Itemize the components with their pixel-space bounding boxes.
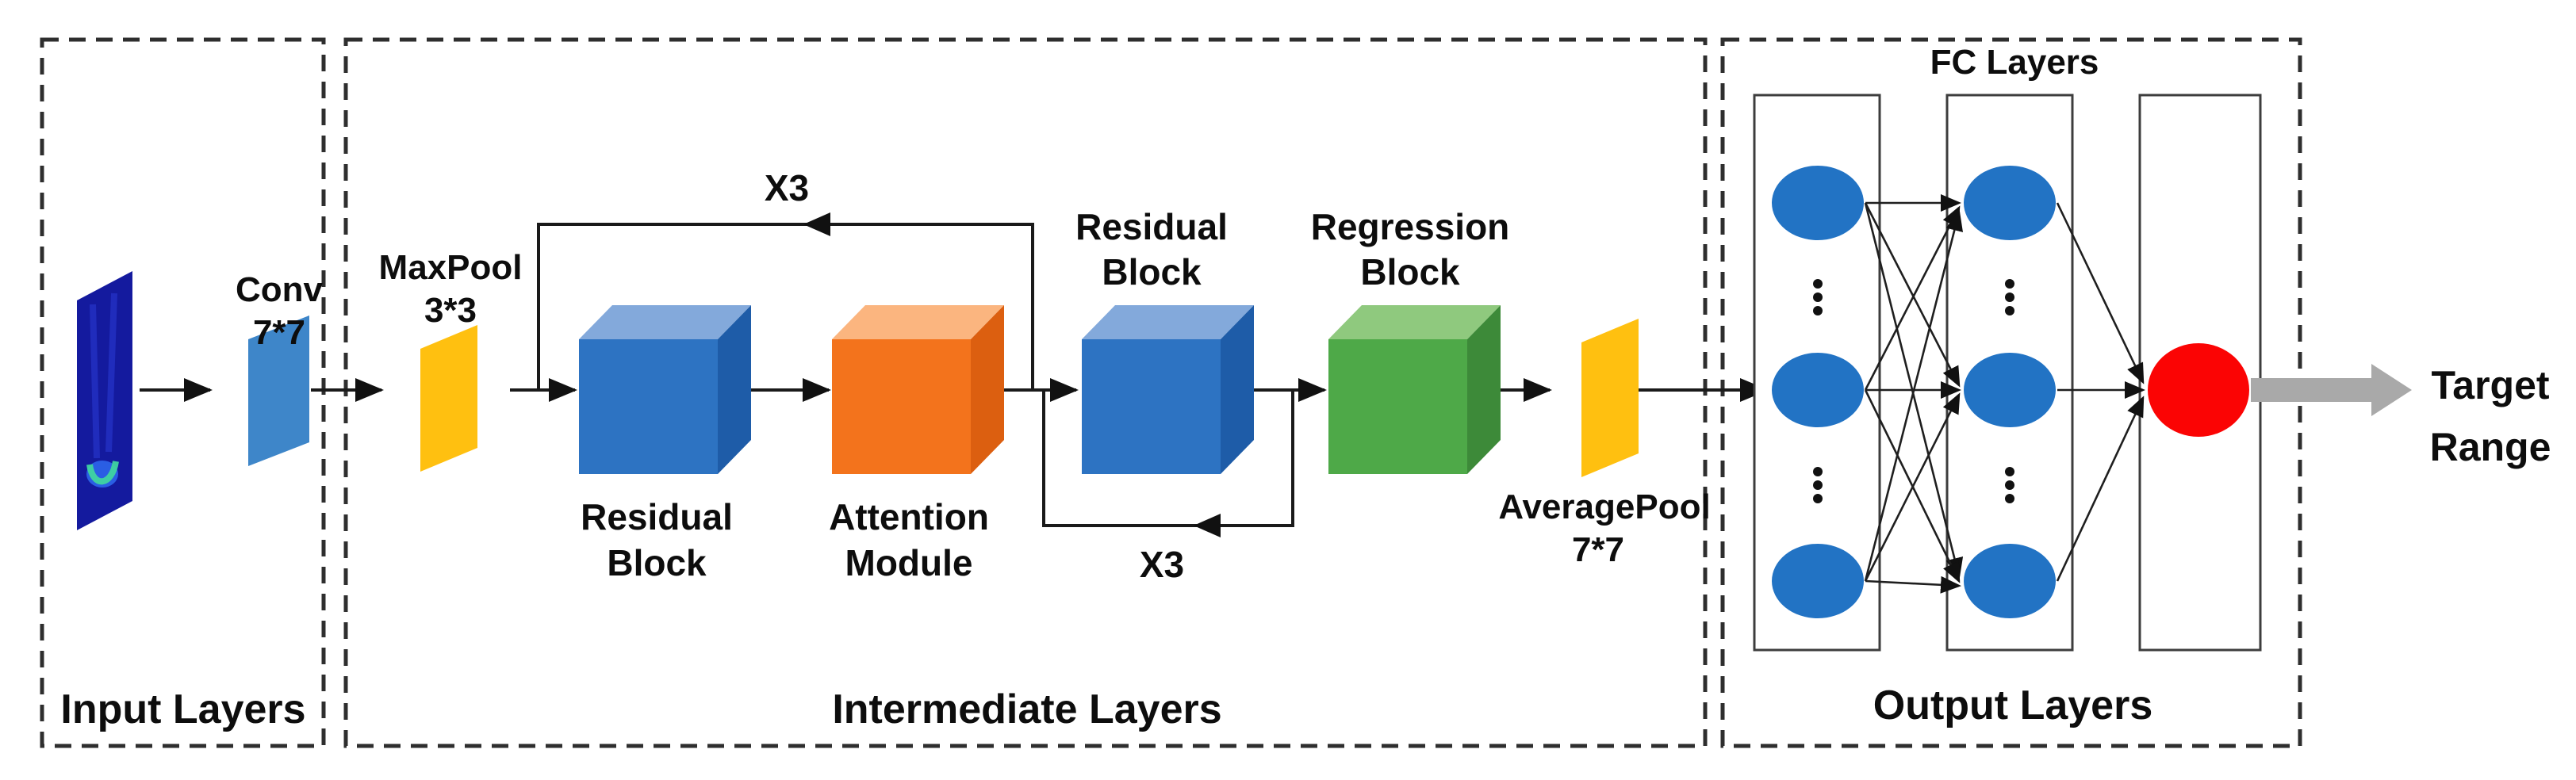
loop-top-path <box>537 223 1034 390</box>
target-range-label-line2: Range <box>2429 425 2551 469</box>
input-image-plane <box>77 271 132 530</box>
fc-connections-layer1-to-layer2 <box>1864 194 1964 594</box>
attention-module-label-line2: Module <box>845 542 973 583</box>
averagepool-label-line1: AveragePool <box>1498 488 1711 526</box>
conv-label-line1: Conv <box>236 270 323 309</box>
residual-block-2-cube <box>1082 305 1254 474</box>
regression-block-cube <box>1328 305 1501 474</box>
input-image-streak-right <box>105 292 117 453</box>
input-image-streak-left <box>90 304 100 459</box>
neuron-node <box>1772 353 1864 427</box>
maxpool-layer-plane <box>420 325 477 472</box>
residual-block-2-front <box>1082 339 1221 474</box>
fc-connections-layer2-to-output <box>2056 202 2145 582</box>
regression-block-label-line2: Block <box>1360 251 1460 292</box>
output-neuron-node <box>2148 343 2249 437</box>
residual-block-1-label-line1: Residual <box>581 496 733 537</box>
ellipsis-dots <box>2005 279 2014 503</box>
loop-bottom-path <box>1042 390 1294 527</box>
input-layers-label: Input Layers <box>60 686 306 732</box>
residual-block-1-label-line2: Block <box>607 542 707 583</box>
regression-block-top <box>1328 305 1501 339</box>
input-image-target-signature <box>86 461 119 485</box>
fc-layers-label: FC Layers <box>1930 43 2099 82</box>
neuron-node <box>1772 544 1864 618</box>
residual-block-2-label-line1: Residual <box>1075 206 1228 247</box>
attention-module-top <box>832 305 1004 339</box>
residual-block-1-top <box>579 305 751 339</box>
regression-block-label-line1: Regression <box>1310 206 1510 247</box>
maxpool-label-line2: 3*3 <box>424 291 477 330</box>
input-layers-box <box>40 37 326 748</box>
averagepool-layer-plane <box>1581 319 1639 477</box>
intermediate-layers-label: Intermediate Layers <box>832 686 1222 732</box>
fc-layer1-neurons <box>1772 166 1864 618</box>
attention-module-front <box>832 339 971 474</box>
maxpool-label-line1: MaxPool <box>378 248 523 287</box>
target-range-arrow-icon <box>2251 364 2412 416</box>
attention-module-cube <box>832 305 1004 474</box>
residual-block-1-side <box>718 305 751 474</box>
residual-block-2-label-line2: Block <box>1102 251 1202 292</box>
loop-bottom-x3-label: X3 <box>1139 544 1185 585</box>
residual-block-2-top <box>1082 305 1254 339</box>
averagepool-label-line2: 7*7 <box>1571 530 1625 569</box>
neuron-node <box>1964 353 2056 427</box>
output-layers-label: Output Layers <box>1873 682 2153 728</box>
regression-block-front <box>1328 339 1467 474</box>
target-range-label-line1: Target <box>2431 363 2550 407</box>
residual-block-1-front <box>579 339 718 474</box>
neuron-node <box>1964 544 2056 618</box>
attention-module-side <box>971 305 1004 474</box>
residual-block-1-cube <box>579 305 751 474</box>
fc-layer2-neurons <box>1964 166 2056 618</box>
intermediate-layers-box <box>343 37 1708 748</box>
neuron-node <box>1772 166 1864 240</box>
attention-module-label-line1: Attention <box>829 496 989 537</box>
loop-top-x3-label: X3 <box>764 167 810 208</box>
conv-layer-plane <box>248 315 309 466</box>
conv-label-line2: 7*7 <box>252 313 306 352</box>
neuron-node <box>1964 166 2056 240</box>
residual-block-2-side <box>1221 305 1254 474</box>
loop-bottom-arrowhead-icon <box>1194 514 1221 537</box>
loop-top-arrowhead-icon <box>803 212 830 236</box>
ellipsis-dots <box>1813 279 1823 503</box>
regression-block-side <box>1467 305 1501 474</box>
input-image-thumbnail <box>77 271 132 530</box>
